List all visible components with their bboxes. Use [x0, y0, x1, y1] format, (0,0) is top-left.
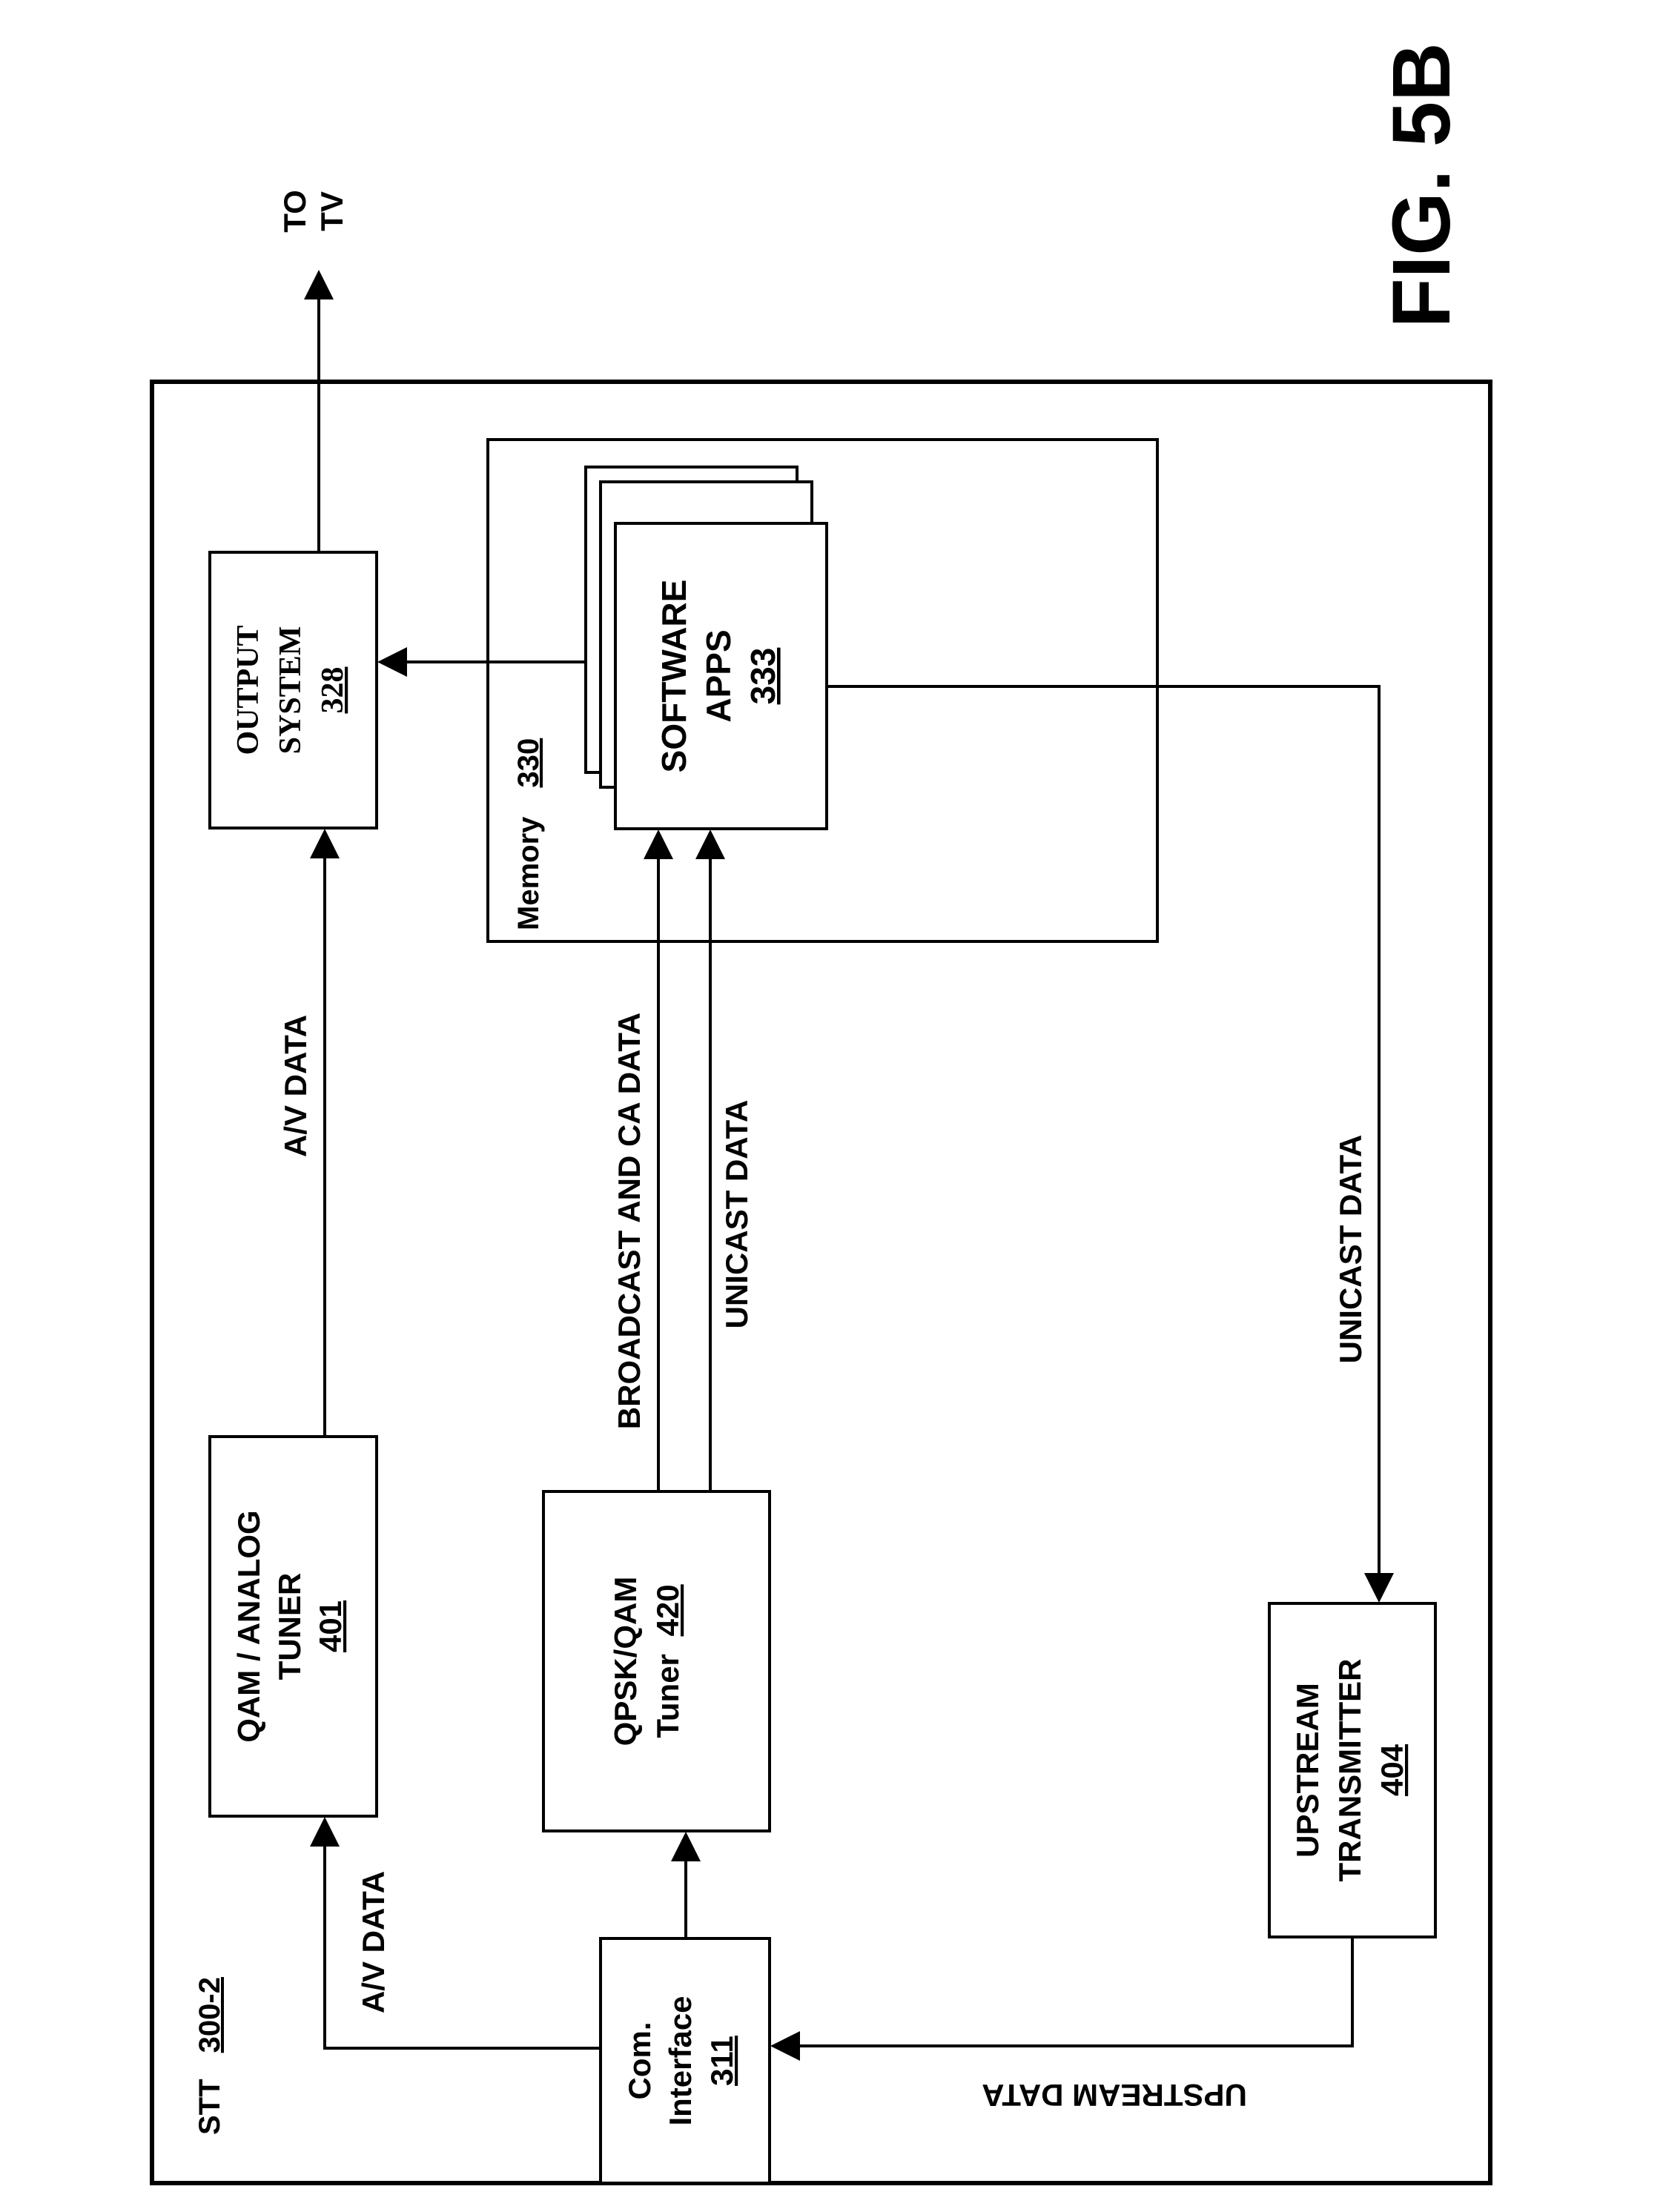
- label-unicast-up: UNICAST DATA: [1333, 1135, 1368, 1364]
- software-apps-line2: APPS: [699, 629, 738, 722]
- output-system-line1: OUTPUT: [231, 625, 265, 755]
- software-apps-ref: 333: [744, 648, 782, 705]
- upstream-tx-ref: 404: [1375, 1744, 1409, 1796]
- memory-label-text: Memory: [512, 816, 545, 930]
- output-system-ref: 328: [316, 667, 350, 714]
- qpsk-tuner-line1: QPSK/QAM: [608, 1577, 643, 1746]
- memory-ref: 330: [512, 738, 545, 788]
- label-upstream-data: UPSTREAM DATA: [982, 2078, 1247, 2113]
- qpsk-tuner-line2: Tuner 420: [650, 1584, 685, 1738]
- label-av-data-top: A/V DATA: [278, 1015, 313, 1157]
- label-av-data-left: A/V DATA: [356, 1871, 391, 2013]
- qpsk-tuner-ref: 420: [650, 1584, 685, 1636]
- upstream-tx-line2: TRANSMITTER: [1332, 1659, 1367, 1882]
- stt-label-text: STT: [194, 2079, 226, 2135]
- output-system-line2: SYSTEM: [274, 626, 308, 755]
- memory-label: Memory 330: [512, 738, 545, 930]
- label-unicast-down: UNICAST DATA: [719, 1100, 754, 1329]
- com-interface-line1: Com.: [622, 2022, 657, 2100]
- stt-ref: 300-2: [194, 1977, 226, 2053]
- to-tv-line2: TV: [314, 191, 349, 231]
- qam-tuner-line2: TUNER: [272, 1573, 307, 1680]
- upstream-tx-line1: UPSTREAM: [1290, 1683, 1325, 1858]
- stt-label: STT 300-2: [194, 1977, 226, 2135]
- to-tv-line1: TO: [277, 190, 312, 233]
- label-broadcast-ca: BROADCAST AND CA DATA: [612, 1013, 647, 1429]
- qpsk-tuner-line2-text: Tuner: [650, 1654, 685, 1738]
- arrow-upstream-data: [773, 1937, 1352, 2046]
- qam-tuner-line1: QAM / ANALOG: [231, 1510, 266, 1742]
- com-interface-ref: 311: [704, 2036, 739, 2086]
- software-apps-line1: SOFTWARE: [655, 580, 693, 773]
- com-interface-line2: Interface: [663, 1996, 698, 2125]
- qam-tuner-ref: 401: [313, 1600, 348, 1652]
- figure-label: FIG. 5B: [1376, 42, 1467, 328]
